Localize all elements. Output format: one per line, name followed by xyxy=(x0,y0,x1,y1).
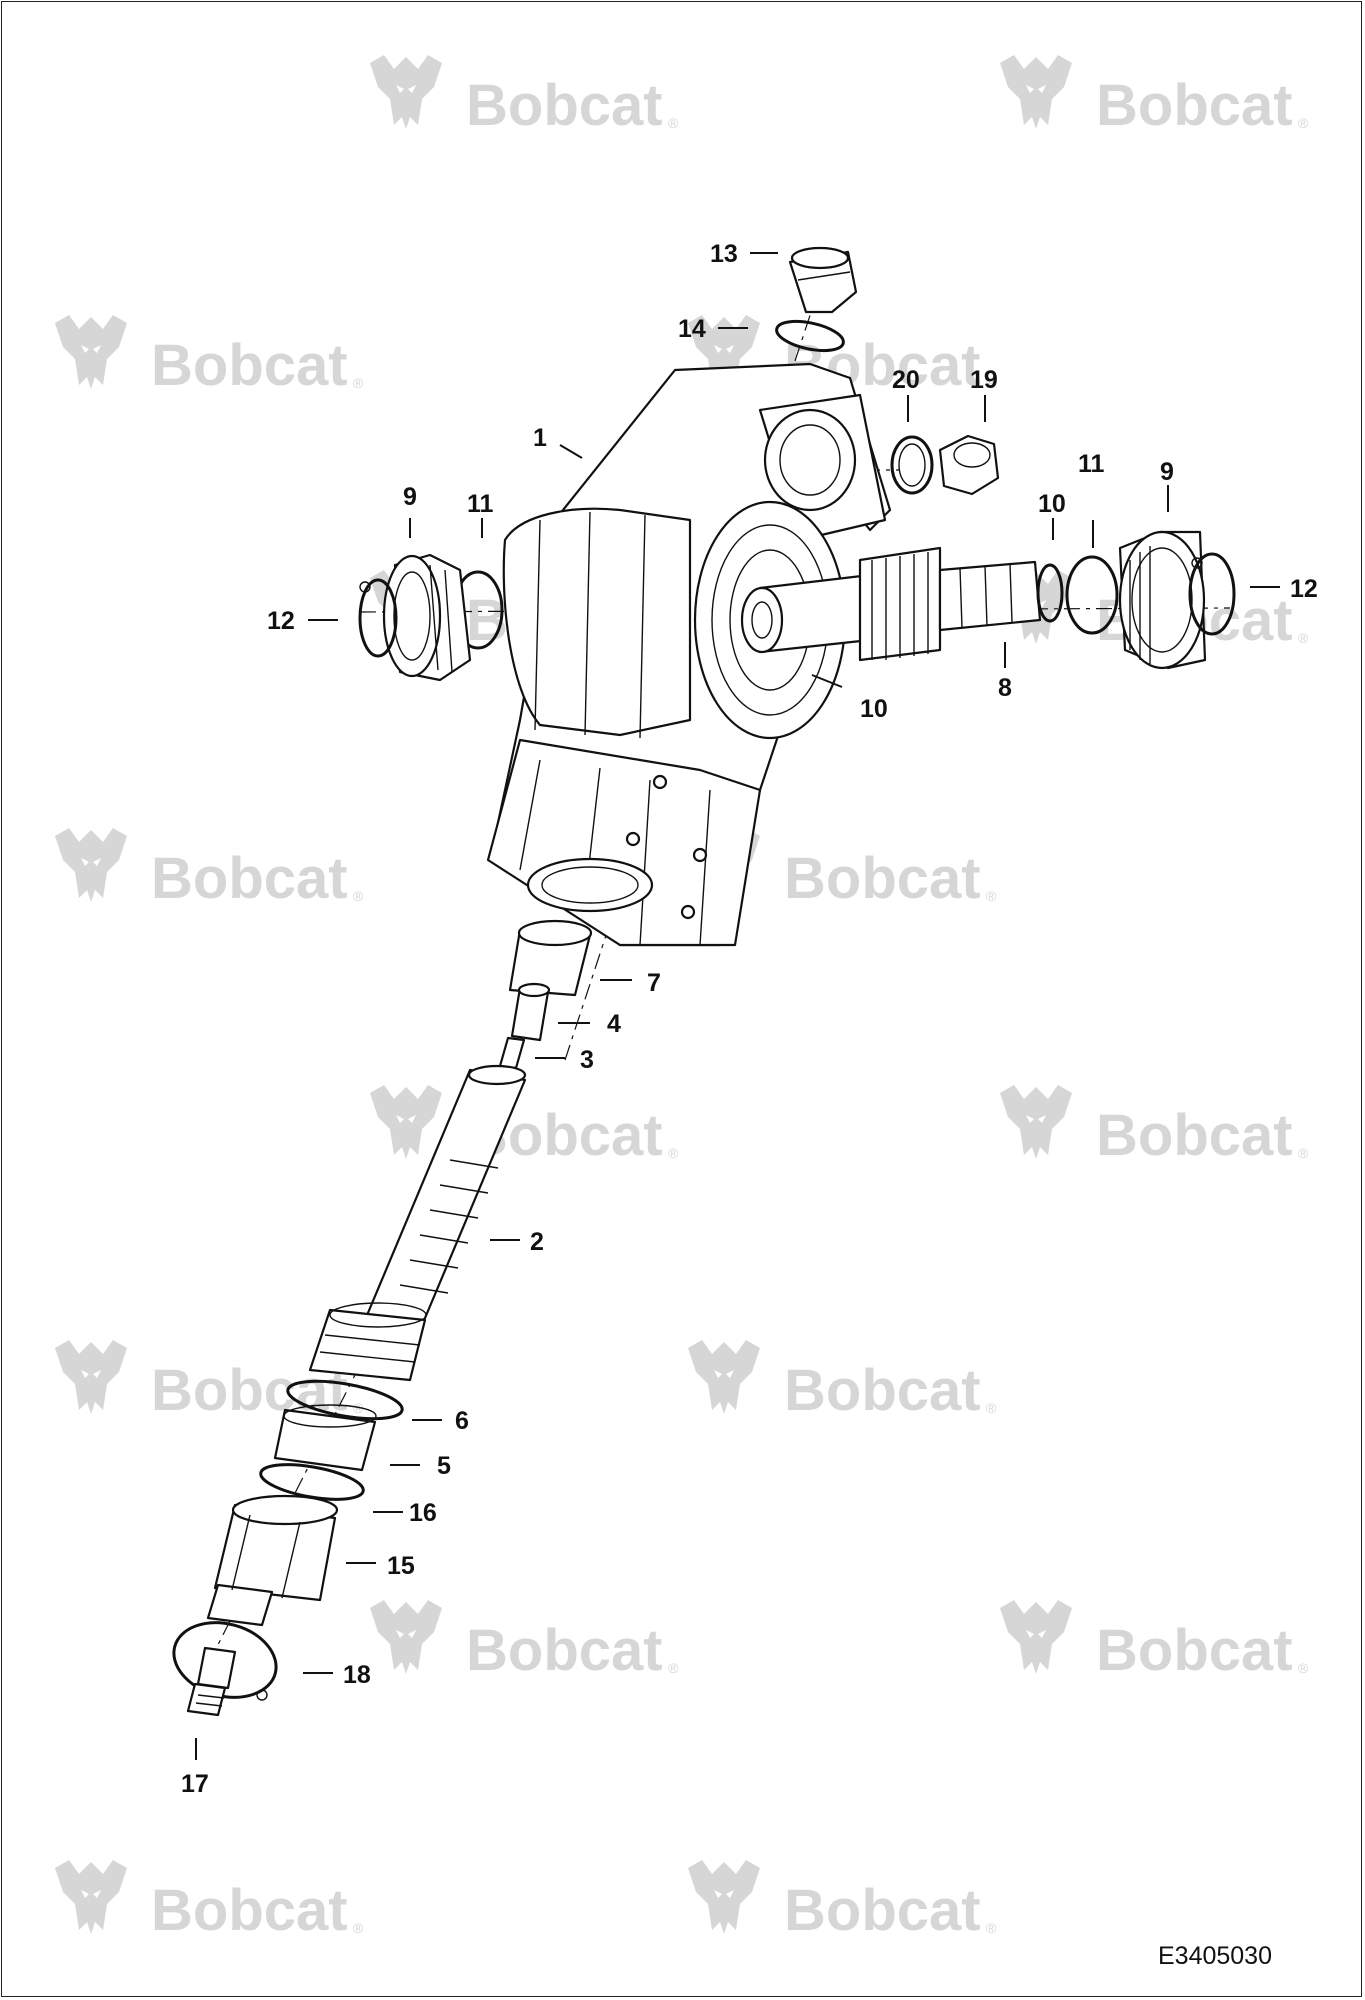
watermark-text: Bobcat xyxy=(1096,1103,1293,1168)
part-7-bushing xyxy=(508,919,593,997)
watermark-logo-icon xyxy=(1000,55,1072,129)
part-20-ring xyxy=(890,435,934,495)
watermark-mark: ® xyxy=(353,1920,364,1936)
part-17-fitting xyxy=(186,1646,237,1717)
part-1-housing xyxy=(486,362,892,947)
watermark-logo-icon xyxy=(1000,1600,1072,1674)
watermark-logo-icon xyxy=(55,1340,127,1414)
watermark-text: Bobcat xyxy=(784,846,981,911)
part-8-pinion-shaft xyxy=(740,546,1042,662)
watermark-mark: ® xyxy=(668,115,679,131)
callout-16: 16 xyxy=(409,1499,437,1527)
callout-1: 1 xyxy=(533,424,547,452)
part-4-sleeve xyxy=(510,982,551,1042)
callout-13: 13 xyxy=(710,240,738,268)
watermark-logo-icon xyxy=(55,828,127,902)
part-9-bearing-cap-right xyxy=(1118,530,1207,670)
watermark-logo-icon xyxy=(688,1340,760,1414)
watermark-text: Bobcat xyxy=(151,1878,348,1943)
part-3-pin xyxy=(498,1036,526,1070)
callout-9-right: 9 xyxy=(1160,458,1174,486)
callout-15: 15 xyxy=(387,1552,415,1580)
callout-5: 5 xyxy=(437,1452,451,1480)
watermark-mark: ® xyxy=(986,1920,997,1936)
callout-20: 20 xyxy=(892,366,920,394)
watermark-logo-icon xyxy=(1000,1085,1072,1159)
watermark-mark: ® xyxy=(1298,1660,1309,1676)
part-11-o-ring-right xyxy=(1065,555,1119,635)
watermark-mark: ® xyxy=(986,1400,997,1416)
watermark-logo-icon xyxy=(370,1600,442,1674)
callout-3: 3 xyxy=(580,1046,594,1074)
part-12-snap-ring-right xyxy=(1188,552,1236,636)
part-13-plug xyxy=(788,246,858,314)
callout-14: 14 xyxy=(678,315,706,343)
watermark-mark: ® xyxy=(1298,1145,1309,1161)
watermark-mark: ® xyxy=(986,888,997,904)
watermark-logo-icon xyxy=(55,1860,127,1934)
watermark-text: Bobcat xyxy=(784,1358,981,1423)
callout-6: 6 xyxy=(455,1407,469,1435)
watermark-logo-icon xyxy=(370,1085,442,1159)
watermark-text: Bobcat xyxy=(1096,73,1293,138)
callout-8: 8 xyxy=(998,674,1012,702)
callout-12-left: 12 xyxy=(267,607,295,635)
watermark-logo-icon xyxy=(688,1860,760,1934)
watermark-text: Bobcat xyxy=(1096,1618,1293,1683)
watermark-mark: ® xyxy=(668,1660,679,1676)
callout-17: 17 xyxy=(181,1770,209,1798)
part-2-spool xyxy=(308,1064,527,1382)
watermark-mark: ® xyxy=(1298,115,1309,131)
callout-12-right: 12 xyxy=(1290,575,1318,603)
callout-10-upper: 10 xyxy=(1038,490,1066,518)
watermark-logo-icon xyxy=(55,315,127,389)
part-14-o-ring xyxy=(775,319,845,353)
callout-2: 2 xyxy=(530,1228,544,1256)
callout-18: 18 xyxy=(343,1661,371,1689)
part-19-nut xyxy=(938,434,1000,496)
watermark-text: Bobcat xyxy=(151,333,348,398)
part-12-snap-ring-left xyxy=(358,578,398,658)
callout-labels: 13 14 20 19 1 9 11 11 9 10 12 12 10 8 7 … xyxy=(181,240,1318,1798)
watermark-text: Bobcat xyxy=(784,1878,981,1943)
callout-11-right: 11 xyxy=(1078,450,1105,478)
watermark-layer: Bobcat ® Bobcat ® Bobcat ® Bobcat ® Bobc… xyxy=(55,55,1309,1943)
callout-10-lower: 10 xyxy=(860,695,888,723)
callout-4: 4 xyxy=(607,1010,621,1038)
watermark-text: Bobcat xyxy=(466,73,663,138)
drawing-id: E3405030 xyxy=(1157,1942,1272,1970)
part-9-bearing-cap-left xyxy=(382,553,472,682)
callout-7: 7 xyxy=(647,969,661,997)
callout-11-left: 11 xyxy=(467,490,494,518)
part-5-backup-ring xyxy=(273,1404,377,1472)
watermark-mark: ® xyxy=(1298,630,1309,646)
callout-19: 19 xyxy=(970,366,998,394)
part-6-o-ring xyxy=(286,1379,404,1421)
leader-lines xyxy=(195,252,1280,1760)
watermark-text: Bobcat xyxy=(466,1618,663,1683)
watermark-mark: ® xyxy=(353,375,364,391)
watermark-mark: ® xyxy=(986,375,997,391)
callout-9-left: 9 xyxy=(403,483,417,511)
watermark-text: Bobcat xyxy=(151,846,348,911)
part-10-ring-right xyxy=(1036,563,1064,623)
watermark-mark: ® xyxy=(668,1145,679,1161)
watermark-mark: ® xyxy=(353,888,364,904)
watermark-logo-icon xyxy=(370,55,442,129)
part-15-plug xyxy=(206,1494,339,1627)
